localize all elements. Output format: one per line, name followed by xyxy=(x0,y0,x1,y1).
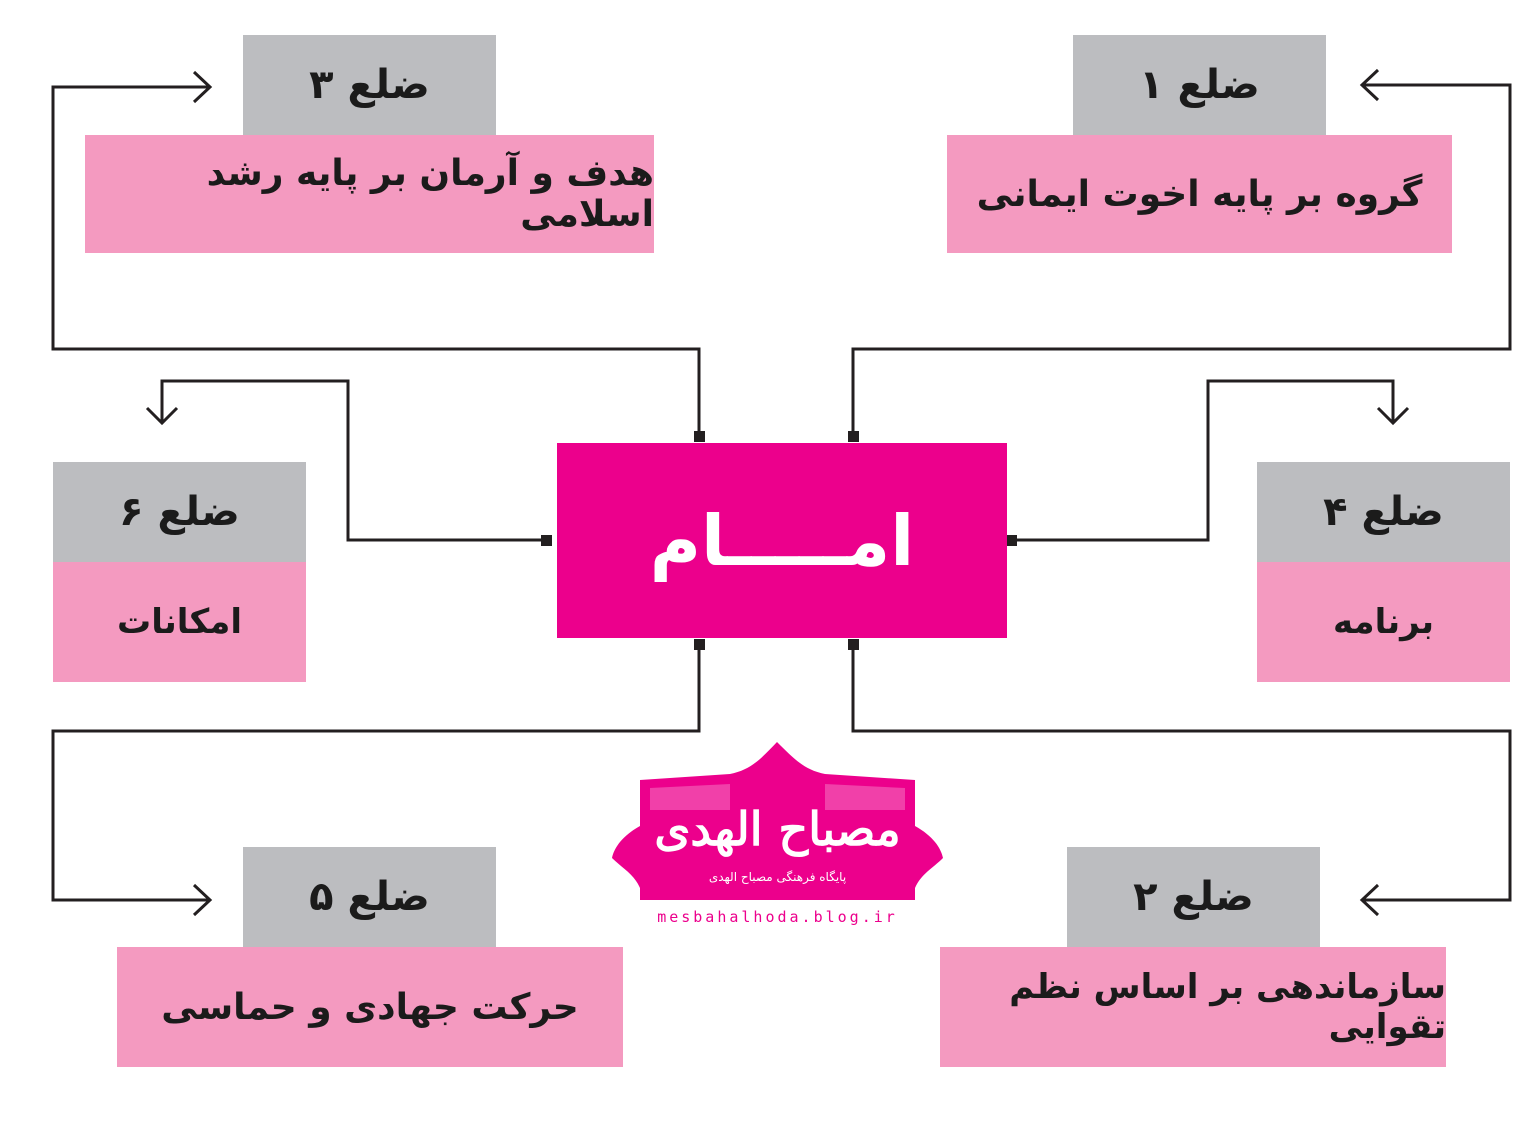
side1-box-pixel xyxy=(955,240,963,248)
side5-box-pixel xyxy=(609,1053,617,1061)
side1-box-pixel xyxy=(1438,240,1446,248)
side5-tab-pixel xyxy=(251,852,259,860)
connector-side3 xyxy=(51,85,701,436)
side4-heading-tab: ضلع ۴ xyxy=(1257,462,1510,562)
mesbah-alhoda-logo: مصباح الهدی پایگاه فرهنگی مصباح الهدی me… xyxy=(610,740,945,930)
logo-subtitle: پایگاه فرهنگی مصباح الهدی xyxy=(708,870,847,884)
side5-text-box: حرکت جهادی و حماسی xyxy=(117,947,623,1067)
arrowhead-side1 xyxy=(1359,68,1380,102)
side5-text: حرکت جهادی و حماسی xyxy=(161,986,579,1028)
connector-dot-right xyxy=(1006,535,1017,546)
side5-box-pixel xyxy=(125,1053,133,1061)
arrowhead-side5 xyxy=(192,883,213,917)
arrowhead-side2 xyxy=(1359,883,1380,917)
side2-text-box: سازماندهی بر اساس نظم تقوایی xyxy=(940,947,1446,1067)
center-pixel-corner xyxy=(982,456,990,464)
side3-heading: ضلع ۳ xyxy=(309,62,430,108)
side6-tab-pixel xyxy=(292,467,300,475)
side6-box-pixel xyxy=(292,668,300,676)
side6-text: امکانات xyxy=(117,602,242,642)
side2-tab-pixel xyxy=(1075,852,1083,860)
side2-tab-pixel xyxy=(1306,852,1314,860)
side2-heading: ضلع ۲ xyxy=(1133,874,1254,920)
arrowhead-side6 xyxy=(145,406,179,426)
side3-tab-pixel xyxy=(482,40,490,48)
side3-tab-pixel xyxy=(251,40,259,48)
side5-tab-pixel xyxy=(482,852,490,860)
connector-dot-left xyxy=(541,535,552,546)
center-node: امـــــام xyxy=(557,443,1007,638)
side4-tab-pixel xyxy=(1265,467,1273,475)
logo-emblem xyxy=(612,742,943,900)
side3-text: هدف و آرمان بر پایه رشد اسلامی xyxy=(206,153,654,235)
side6-tab-pixel xyxy=(61,467,69,475)
side6-text-box: امکانات xyxy=(53,562,306,682)
side3-text-box: هدف و آرمان بر پایه رشد اسلامی xyxy=(85,135,654,253)
side1-heading-tab: ضلع ۱ xyxy=(1073,35,1326,135)
connector-side2 xyxy=(851,643,1512,902)
connector-side6 xyxy=(160,379,547,542)
connector-side5 xyxy=(51,643,701,902)
arrowhead-side3 xyxy=(192,70,213,104)
side1-tab-pixel xyxy=(1302,40,1310,48)
side2-text: سازماندهی بر اساس نظم تقوایی xyxy=(1009,967,1446,1047)
side1-text-box: گروه بر پایه اخوت ایمانی xyxy=(947,135,1452,253)
side4-box-pixel xyxy=(1496,668,1504,676)
side3-box-pixel xyxy=(640,240,648,248)
logo-title: مصباح الهدی xyxy=(654,802,901,856)
side6-heading-tab: ضلع ۶ xyxy=(53,462,306,562)
side4-heading: ضلع ۴ xyxy=(1323,489,1444,535)
side4-text: برنامه xyxy=(1332,602,1435,642)
side2-heading-tab: ضلع ۲ xyxy=(1067,847,1320,947)
center-label: امـــــام xyxy=(649,499,915,582)
center-pixel-corner xyxy=(569,456,577,464)
connector-dot-bottom-right xyxy=(848,639,859,650)
side1-text: گروه بر پایه اخوت ایمانی xyxy=(976,173,1423,215)
logo-url: mesbahalhoda.blog.ir xyxy=(657,908,898,926)
arrowhead-side4 xyxy=(1376,406,1410,426)
side1-tab-pixel xyxy=(1081,40,1089,48)
connector-side4 xyxy=(1012,379,1395,542)
side1-heading: ضلع ۱ xyxy=(1139,62,1260,108)
side3-box-pixel xyxy=(93,240,101,248)
connector-dot-bottom-left xyxy=(694,639,705,650)
side3-heading-tab: ضلع ۳ xyxy=(243,35,496,135)
side6-heading: ضلع ۶ xyxy=(119,489,240,535)
side4-box-pixel xyxy=(1265,668,1273,676)
side2-box-pixel xyxy=(948,1053,956,1061)
connector-side1 xyxy=(851,83,1512,436)
connector-dot-top-right xyxy=(848,431,859,442)
side4-text-box: برنامه xyxy=(1257,562,1510,682)
connector-dot-top-left xyxy=(694,431,705,442)
side5-heading-tab: ضلع ۵ xyxy=(243,847,496,947)
side4-tab-pixel xyxy=(1496,467,1504,475)
side6-box-pixel xyxy=(61,668,69,676)
center-pixel-corner xyxy=(569,616,577,624)
center-pixel-corner xyxy=(982,616,990,624)
side5-heading: ضلع ۵ xyxy=(309,874,430,920)
side2-box-pixel xyxy=(1432,1053,1440,1061)
